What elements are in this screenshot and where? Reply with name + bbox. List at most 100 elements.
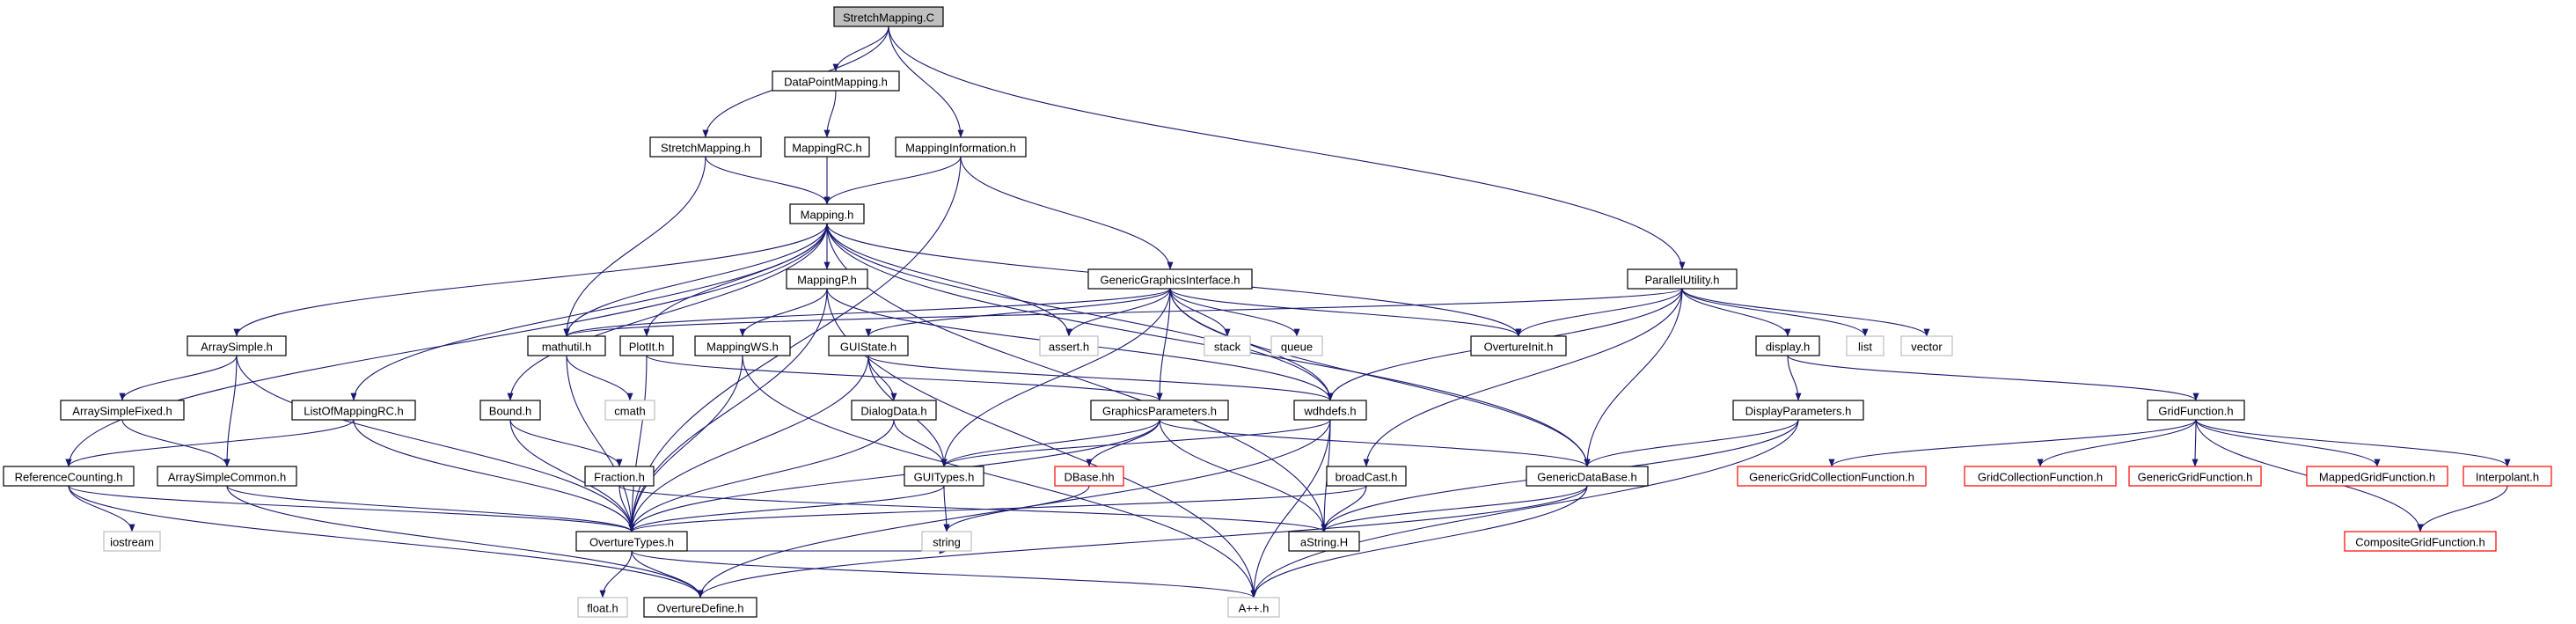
node-mathutil-h[interactable]: mathutil.h [527, 335, 606, 356]
node-listofmappingrc-h[interactable]: ListOfMappingRC.h [291, 400, 416, 421]
node-vector[interactable]: vector [1900, 335, 1953, 356]
node-plotit-h[interactable]: PlotIt.h [619, 335, 674, 356]
edge-genericgraphicsinterface-h-to-queue [1169, 288, 1300, 337]
node-aplusplus-h[interactable]: A++.h [1227, 597, 1280, 618]
node-arraysimple-h[interactable]: ArraySimple.h [187, 335, 287, 356]
node-label: wdhdefs.h [1303, 405, 1356, 418]
node-fraction-h[interactable]: Fraction.h [584, 466, 655, 487]
node-gridfunction-h[interactable]: GridFunction.h [2147, 400, 2245, 421]
edge-broadcast-h-to-overturetypes-h [628, 485, 1367, 532]
node-gridcollectionfunction-h[interactable]: GridCollectionFunction.h [1964, 466, 2117, 487]
node-genericgridcollectionfunction-h[interactable]: GenericGridCollectionFunction.h [1737, 466, 1927, 487]
edge-genericdatabase-h-to-aplusplus-h [1250, 485, 1588, 598]
edge-gridfunction-h-to-genericgridfunction-h [2192, 419, 2199, 467]
node-mapping-h[interactable]: Mapping.h [789, 203, 865, 224]
node-label: assert.h [1049, 341, 1089, 354]
node-float-h[interactable]: float.h [577, 597, 628, 618]
node-mappinginformation-h[interactable]: MappingInformation.h [895, 136, 1027, 158]
edge-mappinginformation-h-to-genericgraphicsinterface-h [960, 156, 1174, 270]
node-overtureinit-h[interactable]: OvertureInit.h [1470, 335, 1567, 356]
node-bound-h[interactable]: Bound.h [479, 400, 541, 421]
node-astring-h[interactable]: aString.H [1288, 531, 1360, 552]
edge-guistate-h-to-overturetypes-h [628, 355, 869, 532]
edge-mapping-h-to-plotit-h [643, 223, 828, 337]
node-guitypes-h[interactable]: GUITypes.h [904, 466, 984, 487]
node-label: OvertureDefine.h [657, 602, 744, 615]
node-mappedgridfunction-h[interactable]: MappedGridFunction.h [2306, 466, 2448, 487]
edge-arraysimplecommon-h-to-overturedefine-h [226, 485, 704, 598]
edge-mappingws-h-to-aplusplus-h [742, 355, 1257, 598]
node-label: list [1858, 341, 1872, 354]
node-datapointmapping-h[interactable]: DataPointMapping.h [772, 70, 900, 92]
node-label: OvertureInit.h [1484, 341, 1554, 354]
node-cmath[interactable]: cmath [604, 400, 655, 421]
node-interpolant-h[interactable]: Interpolant.h [2463, 466, 2552, 487]
node-queue[interactable]: queue [1270, 335, 1323, 356]
edge-genericgraphicsinterface-h-to-graphicsparameters-h [1156, 288, 1171, 401]
node-mappingp-h[interactable]: MappingP.h [786, 268, 868, 290]
node-box [828, 335, 909, 356]
node-layer: StretchMapping.C DataPointMapping.hStretc… [3, 6, 2552, 618]
edge-display-h-to-gridfunction-h [1787, 355, 2199, 401]
edge-displayparameters-h-to-aplusplus-h [1250, 419, 1799, 598]
edge-datapointmapping-h-to-mappingrc-h [823, 90, 837, 138]
node-genericdatabase-h[interactable]: GenericDataBase.h [1526, 466, 1649, 487]
node-label: DBase.hh [1064, 471, 1114, 484]
node-box [789, 203, 865, 224]
node-string[interactable]: string [921, 531, 972, 552]
node-iostream[interactable]: iostream [103, 531, 161, 552]
node-box [2306, 466, 2448, 487]
node-mappingrc-h[interactable]: MappingRC.h [784, 136, 870, 158]
node-label: PlotIt.h [629, 341, 664, 354]
node-list[interactable]: list [1846, 335, 1884, 356]
node-wdhdefs-h[interactable]: wdhdefs.h [1293, 400, 1367, 421]
node-parallelutility-h[interactable]: ParallelUtility.h [1627, 268, 1738, 290]
node-stack[interactable]: stack [1204, 335, 1251, 356]
node-label: vector [1911, 341, 1943, 354]
node-label: display.h [1766, 341, 1810, 354]
node-box [2147, 400, 2245, 421]
edge-displayparameters-h-to-genericdatabase-h [1584, 419, 1799, 467]
edge-guitypes-h-to-overturetypes-h [628, 485, 945, 532]
node-box [1270, 335, 1323, 356]
node-genericgridfunction-h[interactable]: GenericGridFunction.h [2128, 466, 2262, 487]
node-box [694, 335, 791, 356]
node-assert-h[interactable]: assert.h [1039, 335, 1099, 356]
node-displayparameters-h[interactable]: DisplayParameters.h [1732, 400, 1864, 421]
node-graphicsparameters-h[interactable]: GraphicsParameters.h [1090, 400, 1229, 421]
node-dbase-hh[interactable]: DBase.hh [1054, 466, 1124, 487]
node-box [772, 70, 900, 92]
node-mappingws-h[interactable]: MappingWS.h [694, 335, 791, 356]
node-referencecounting-h[interactable]: ReferenceCounting.h [3, 466, 135, 487]
node-overturetypes-h[interactable]: OvertureTypes.h [575, 531, 688, 552]
edge-fraction-h-to-astring-h [618, 485, 1328, 532]
node-dialogdata-h[interactable]: DialogData.h [851, 400, 937, 421]
node-label: GridCollectionFunction.h [1978, 471, 2103, 484]
node-box [1090, 400, 1229, 421]
edge-overturetypes-h-to-aplusplus-h [631, 550, 1257, 598]
edge-stretchmapping-c-to-parallelutility-h [888, 26, 1686, 270]
node-stretchmapping-h[interactable]: StretchMapping.h [649, 136, 762, 158]
node-guistate-h[interactable]: GUIState.h [828, 335, 909, 356]
node-stretchmapping-c[interactable]: StretchMapping.C [833, 6, 944, 27]
node-label: GenericGraphicsInterface.h [1101, 274, 1240, 287]
node-broadcast-h[interactable]: broadCast.h [1326, 466, 1407, 487]
node-label: A++.h [1239, 602, 1270, 615]
node-display-h[interactable]: display.h [1755, 335, 1820, 356]
node-box [1627, 268, 1738, 290]
node-box [103, 531, 161, 552]
node-genericgraphicsinterface-h[interactable]: GenericGraphicsInterface.h [1087, 268, 1253, 290]
node-label: ArraySimpleCommon.h [168, 471, 286, 484]
edge-bound-h-to-overturetypes-h [509, 419, 635, 532]
node-overturedefine-h[interactable]: OvertureDefine.h [643, 597, 757, 618]
edge-layer [65, 26, 2511, 598]
node-arraysimplecommon-h[interactable]: ArraySimpleCommon.h [157, 466, 297, 487]
edge-genericgraphicsinterface-h-to-guistate-h [865, 288, 1171, 337]
node-arraysimplefixed-h[interactable]: ArraySimpleFixed.h [60, 400, 185, 421]
node-label: StretchMapping.h [661, 142, 750, 155]
node-label: Fraction.h [594, 471, 645, 484]
edge-graphicsparameters-h-to-astring-h [1159, 419, 1328, 532]
node-compositegridfunction-h[interactable]: CompositeGridFunction.h [2344, 531, 2497, 552]
edge-mathutil-h-to-overturetypes-h [566, 355, 635, 532]
